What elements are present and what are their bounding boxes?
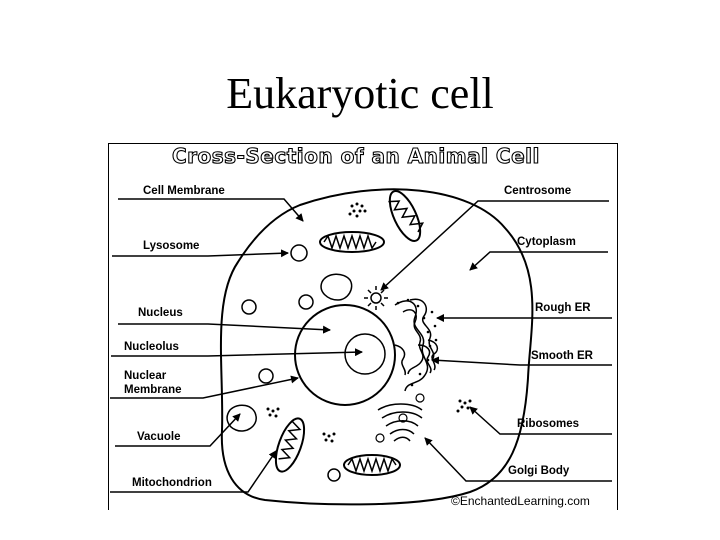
leader-lines-left (110, 198, 363, 493)
rough-er (394, 298, 435, 392)
label-lysosome: Lysosome (143, 240, 200, 252)
centrosome (364, 286, 388, 310)
vesicle-3 (258, 368, 274, 384)
smooth-er (417, 339, 439, 374)
credit-text: ©EnchantedLearning.com (451, 494, 590, 508)
label-centrosome: Centrosome (504, 185, 572, 197)
label-nuclear-membrane-line1: Nuclear (124, 370, 167, 382)
label-nucleus: Nucleus (138, 307, 183, 319)
golgi-body (377, 403, 423, 442)
label-nucleolus: Nucleolus (124, 341, 179, 353)
label-rough-er: Rough ER (535, 302, 591, 314)
nucleus (294, 304, 396, 406)
lysosome (290, 244, 308, 262)
ribosome-cluster-2 (456, 399, 472, 413)
vesicle-4 (327, 468, 341, 482)
mitochondrion-bottom-left (274, 417, 306, 473)
ribosome-cluster-1 (348, 202, 367, 218)
figure-frame (108, 143, 618, 510)
label-ribosomes: Ribosomes (517, 418, 579, 430)
label-golgi-body: Golgi Body (508, 465, 570, 477)
vesicle-2 (298, 294, 314, 310)
figure-title: Cross-Section of an Animal Cell (171, 143, 540, 168)
label-cytoplasm: Cytoplasm (517, 236, 576, 248)
leader-lines-right (380, 200, 612, 482)
ribosome-cluster-3 (266, 407, 280, 418)
ribosome-cluster-4 (322, 432, 336, 443)
label-nuclear-membrane-line2: Membrane (124, 384, 182, 396)
nucleolus (344, 333, 386, 375)
slide-title: Eukaryotic cell (226, 69, 494, 118)
vesicle-7 (415, 393, 425, 403)
cell-membrane (219, 188, 534, 506)
label-vacuole: Vacuole (137, 431, 181, 443)
vesicle-5 (398, 413, 408, 423)
vacuole-top (320, 273, 353, 301)
vacuole-left (226, 404, 257, 432)
mitochondrion-top-right (388, 190, 425, 242)
mitochondrion-top-left (319, 231, 385, 253)
vesicle-6 (375, 433, 385, 443)
vesicle-1 (241, 299, 257, 315)
label-mitochondrion: Mitochondrion (132, 477, 212, 489)
label-smooth-er: Smooth ER (531, 350, 593, 362)
label-cell-membrane: Cell Membrane (143, 185, 225, 197)
mitochondrion-bottom (343, 454, 401, 476)
